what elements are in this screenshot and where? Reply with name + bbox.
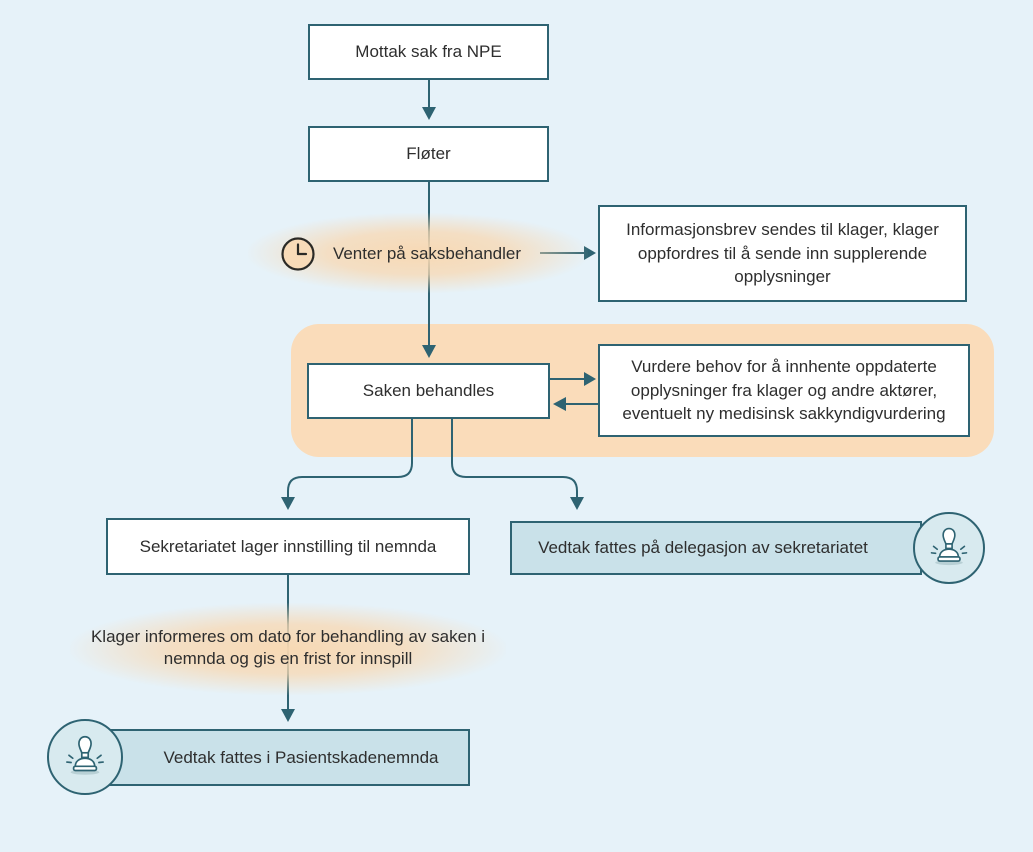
node-informasjonsbrev-label: Informasjonsbrev sendes til klager, klag… bbox=[626, 220, 939, 287]
node-saken-behandles: Saken behandles bbox=[307, 363, 550, 419]
node-mottak-sak-label: Mottak sak fra NPE bbox=[355, 42, 502, 62]
node-vedtak-delegasjon-label: Vedtak fattes på delegasjon av sekretari… bbox=[538, 538, 868, 558]
node-informasjonsbrev: Informasjonsbrev sendes til klager, klag… bbox=[598, 205, 967, 302]
node-floter: Fløter bbox=[308, 126, 549, 182]
node-saken-behandles-label: Saken behandles bbox=[362, 381, 495, 401]
node-sekretariatet-innstilling: Sekretariatet lager innstilling til nemn… bbox=[106, 518, 470, 575]
node-mottak-sak: Mottak sak fra NPE bbox=[308, 24, 549, 80]
node-vedtak-delegasjon: Vedtak fattes på delegasjon av sekretari… bbox=[510, 521, 922, 575]
node-vurdere-behov: Vurdere behov for å innhente oppdaterte … bbox=[598, 344, 970, 437]
node-vurdere-behov-label: Vurdere behov for å innhente oppdaterte … bbox=[622, 357, 946, 424]
stamp-badge-delegasjon bbox=[913, 512, 985, 584]
node-vedtak-nemnda: Vedtak fattes i Pasientskadenemnda bbox=[100, 729, 470, 786]
label-venter-pa-saksbehandler: Venter på saksbehandler bbox=[332, 244, 522, 263]
clock-icon bbox=[280, 236, 316, 272]
node-sekretariatet-innstilling-label: Sekretariatet lager innstilling til nemn… bbox=[139, 536, 437, 556]
label-klager-informeres: Klager informeres om dato for behandling… bbox=[90, 627, 486, 669]
stamp-icon bbox=[58, 730, 112, 784]
node-vedtak-nemnda-label: Vedtak fattes i Pasientskadenemnda bbox=[163, 747, 439, 767]
stamp-badge-nemnda bbox=[47, 719, 123, 795]
stamp-icon bbox=[923, 522, 975, 574]
node-floter-label: Fløter bbox=[406, 144, 451, 164]
